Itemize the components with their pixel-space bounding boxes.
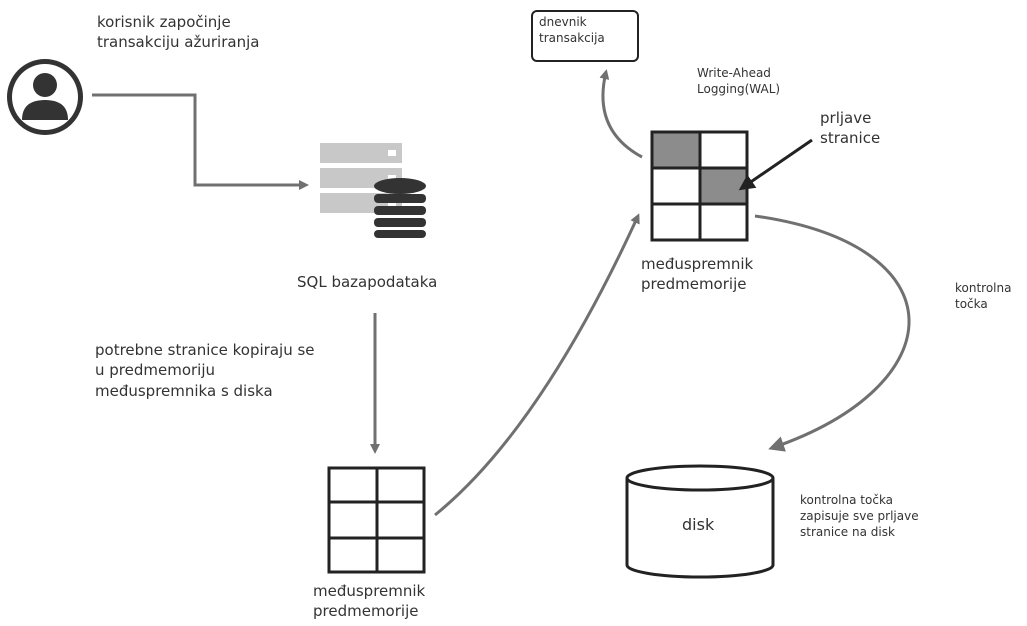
arrow-dirty-pages — [738, 138, 813, 191]
disk-label: disk — [682, 515, 715, 534]
arrow-checkpoint — [754, 214, 911, 452]
user-starts-label: korisnik započinje transakciju ažuriranj… — [97, 13, 260, 52]
transaction-log-label: dnevnik transakcija — [539, 15, 605, 46]
user-icon — [7, 59, 83, 135]
checkpoint-label: kontrolna točka — [955, 281, 1012, 312]
buffer-top-label: međuspremnik predmemorije — [641, 255, 754, 294]
arrow-buffer-to-buffer — [434, 213, 640, 517]
sql-db-label: SQL bazapodataka — [297, 273, 438, 291]
arrow-buffer-to-log — [599, 69, 643, 159]
buffer-bottom-label: međuspremnik predmemorije — [313, 582, 426, 621]
checkpoint-writes-label: kontrolna točka zapisuje sve prljave str… — [800, 493, 919, 540]
dirty-page-1 — [650, 130, 702, 170]
wal-label: Write-Ahead Logging(WAL) — [697, 66, 781, 97]
dirty-pages-label: prljave stranice — [820, 109, 881, 148]
arrow-user-to-db — [92, 93, 309, 190]
transaction-log-box: dnevnik transakcija — [531, 10, 639, 62]
pages-copied-label: potrebne stranice kopiraju se u predmemo… — [95, 341, 315, 400]
buffer-grid-top — [650, 130, 749, 242]
disk-cylinder-icon — [625, 464, 775, 579]
buffer-grid-bottom — [327, 466, 426, 574]
database-icon — [374, 178, 426, 238]
dirty-page-2 — [698, 166, 749, 206]
